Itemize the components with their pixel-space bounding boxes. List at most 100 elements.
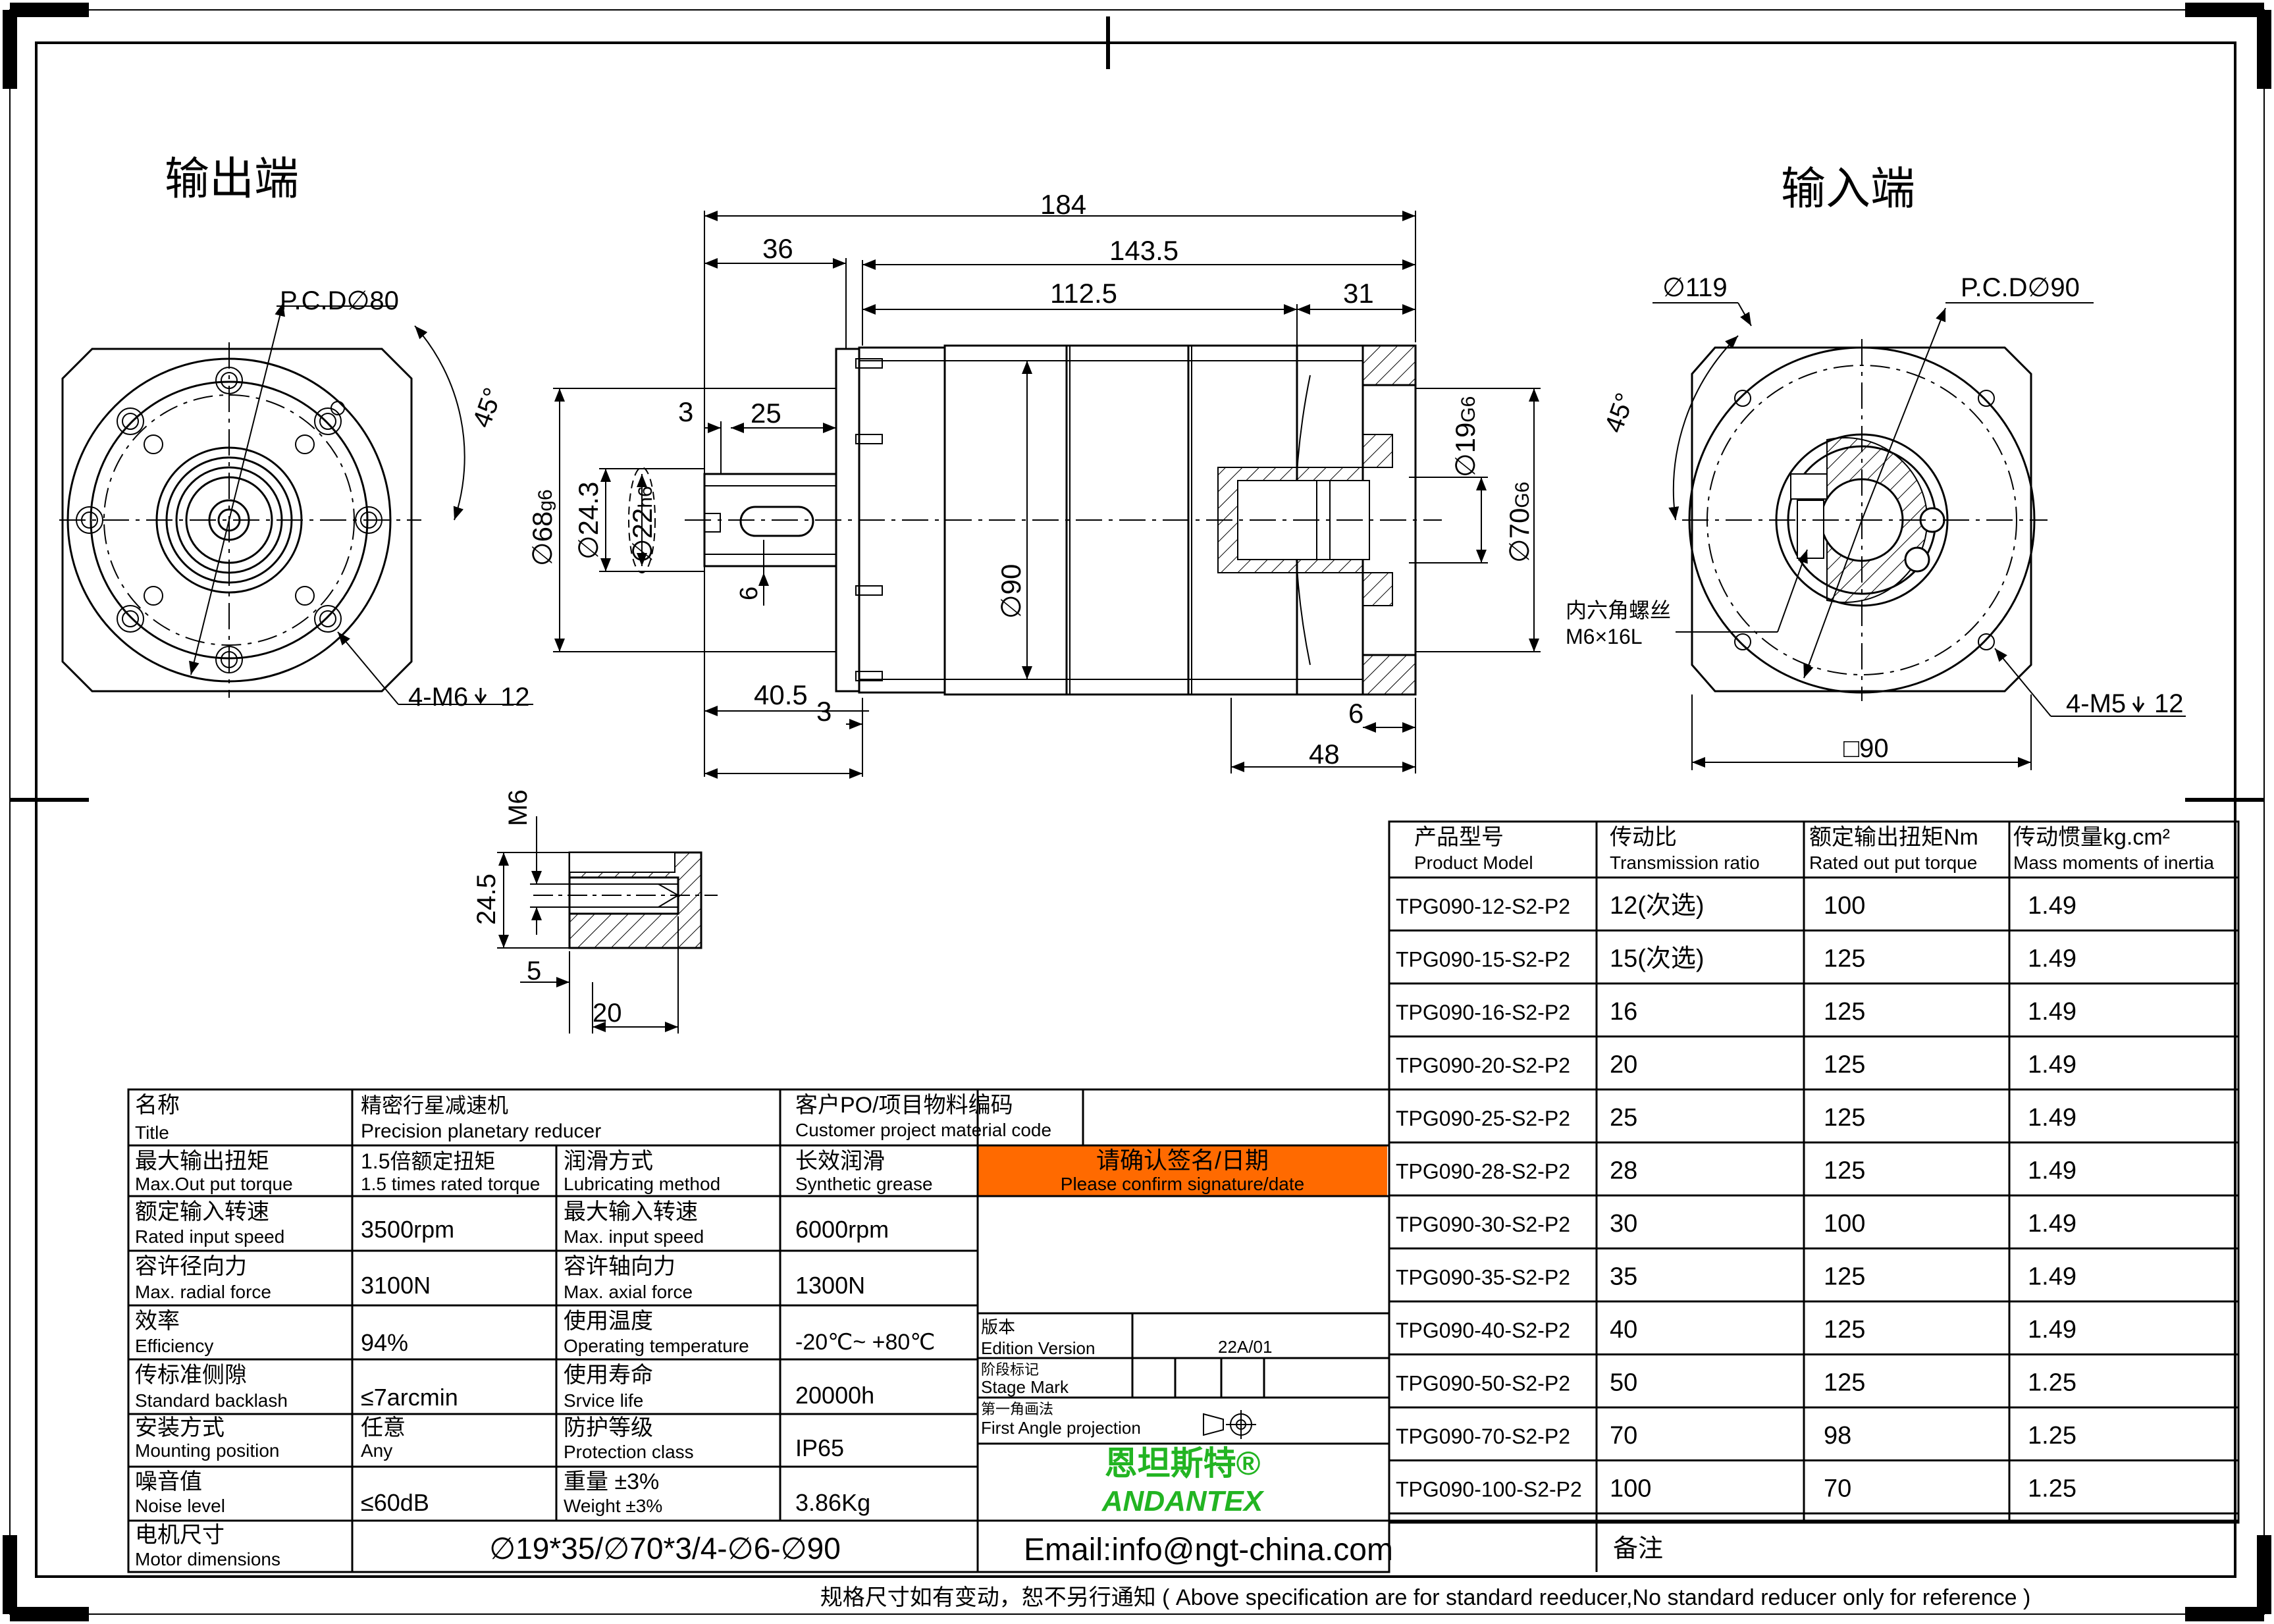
- rated-speed-val: 3500rpm: [361, 1216, 454, 1243]
- row-torque: 125: [1824, 1157, 1865, 1185]
- tapped-hole-detail: [497, 816, 718, 1034]
- m6-hole-depth: 12: [500, 683, 530, 712]
- dim-19-tol: G6: [1458, 396, 1479, 423]
- backlash-cn: 传标准侧隙: [135, 1363, 247, 1388]
- dim-3b: 3: [816, 696, 832, 727]
- row-inertia: 1.49: [2028, 1210, 2076, 1238]
- row-ratio: 20: [1610, 1051, 1637, 1079]
- life-en: Srvice life: [564, 1390, 643, 1411]
- axial-cn: 容许轴向力: [564, 1254, 675, 1279]
- max-speed-val: 6000rpm: [795, 1216, 889, 1243]
- row-inertia: 1.49: [2028, 892, 2076, 920]
- row-inertia: 1.49: [2028, 945, 2076, 973]
- dim-184: 184: [1040, 189, 1086, 220]
- info-table: [127, 1088, 2238, 1573]
- row-torque: 70: [1824, 1475, 1851, 1503]
- row-ratio: 50: [1610, 1369, 1637, 1397]
- d119-label: ∅119: [1662, 273, 1728, 302]
- row-ratio: 100: [1610, 1475, 1651, 1503]
- radial-cn: 容许径向力: [135, 1254, 247, 1279]
- backlash-en: Standard backlash: [135, 1390, 288, 1411]
- mount-val-cn: 任意: [361, 1415, 406, 1440]
- weight-val: 3.86Kg: [795, 1489, 870, 1516]
- efficiency-cn: 效率: [135, 1309, 180, 1334]
- row-model: TPG090-100-S2-P2: [1396, 1478, 1582, 1502]
- protect-cn: 防护等级: [564, 1415, 653, 1440]
- row-model: TPG090-15-S2-P2: [1396, 948, 1570, 972]
- row-torque: 125: [1824, 945, 1865, 973]
- row-model: TPG090-20-S2-P2: [1396, 1054, 1570, 1078]
- dim-68-value: ∅68: [527, 511, 558, 566]
- input-flange-view: [1653, 302, 2186, 770]
- edition-en: Edition Version: [981, 1338, 1095, 1358]
- edition-val: 22A/01: [1218, 1337, 1272, 1357]
- lube-val-cn: 长效润滑: [795, 1149, 885, 1174]
- mount-cn: 安装方式: [135, 1415, 225, 1440]
- row-inertia: 1.49: [2028, 998, 2076, 1026]
- title-value-en: Precision planetary reducer: [361, 1120, 601, 1142]
- dim-112-5: 112.5: [1050, 278, 1117, 309]
- dim-19-value: ∅19: [1450, 423, 1481, 477]
- spec-header-en-2: Rated out put torque: [1809, 852, 1977, 873]
- motor-val: ∅19*35/∅70*3/4-∅6-∅90: [489, 1531, 841, 1565]
- noise-val: ≤60dB: [361, 1489, 429, 1516]
- first-angle-projection-symbol: [1203, 1410, 1256, 1439]
- row-model: TPG090-25-S2-P2: [1396, 1107, 1570, 1130]
- row-torque: 100: [1824, 892, 1865, 920]
- dim-70: ∅70G6: [1504, 482, 1535, 563]
- row-ratio: 40: [1610, 1316, 1637, 1344]
- row-ratio: 35: [1610, 1263, 1637, 1291]
- efficiency-val: 94%: [361, 1329, 408, 1356]
- title-label-cn: 名称: [135, 1093, 180, 1118]
- backlash-val: ≤7arcmin: [361, 1384, 458, 1411]
- axial-val: 1300N: [795, 1272, 865, 1299]
- projection-en: First Angle projection: [981, 1418, 1141, 1438]
- email-text[interactable]: Email:info@ngt-china.com: [1024, 1532, 1393, 1567]
- row-inertia: 1.25: [2028, 1475, 2076, 1503]
- row-model: TPG090-16-S2-P2: [1396, 1001, 1570, 1024]
- noise-en: Noise level: [135, 1496, 225, 1516]
- confirm-signature-cell[interactable]: [978, 1145, 1387, 1196]
- mount-val-en: Any: [361, 1440, 392, 1461]
- m5-hole-depth: 12: [2154, 689, 2184, 718]
- tap-m6-label: M6: [504, 789, 533, 826]
- dim-40-5: 40.5: [754, 679, 808, 710]
- spec-header-cn-3: 传动惯量kg.cm²: [2013, 825, 2170, 850]
- dim-70-value: ∅70: [1504, 508, 1535, 563]
- angle-output-label: 45°: [467, 384, 508, 431]
- rated-speed-en: Rated input speed: [135, 1226, 284, 1247]
- confirm-cn: 请确认签名/日期: [1096, 1147, 1269, 1174]
- row-ratio: 28: [1610, 1157, 1637, 1185]
- row-ratio: 16: [1610, 998, 1637, 1026]
- radial-val: 3100N: [361, 1272, 431, 1299]
- dim-70-tol: G6: [1512, 482, 1533, 508]
- life-cn: 使用寿命: [564, 1363, 653, 1388]
- brand-logo-cn: 恩坦斯特®: [1105, 1445, 1261, 1482]
- row-inertia: 1.49: [2028, 1104, 2076, 1132]
- remark-label: 备注: [1613, 1535, 1663, 1563]
- lube-val-en: Synthetic grease: [795, 1174, 933, 1194]
- row-torque: 125: [1824, 1104, 1865, 1132]
- row-inertia: 1.25: [2028, 1369, 2076, 1397]
- stage-cn: 阶段标记: [981, 1361, 1039, 1378]
- mount-en: Mounting position: [135, 1440, 279, 1461]
- stage-en: Stage Mark: [981, 1377, 1069, 1397]
- pcd90-label: P.C.D∅90: [1961, 273, 2080, 302]
- output-flange-view: [59, 302, 533, 705]
- efficiency-en: Efficiency: [135, 1336, 213, 1356]
- weight-cn: 重量 ±3%: [564, 1469, 659, 1494]
- angle-input-label: 45°: [1599, 389, 1640, 436]
- footer-note: 规格尺寸如有变动，恕不另行通知 ( Above specification ar…: [820, 1585, 2031, 1610]
- row-ratio: 12(次选): [1610, 892, 1705, 920]
